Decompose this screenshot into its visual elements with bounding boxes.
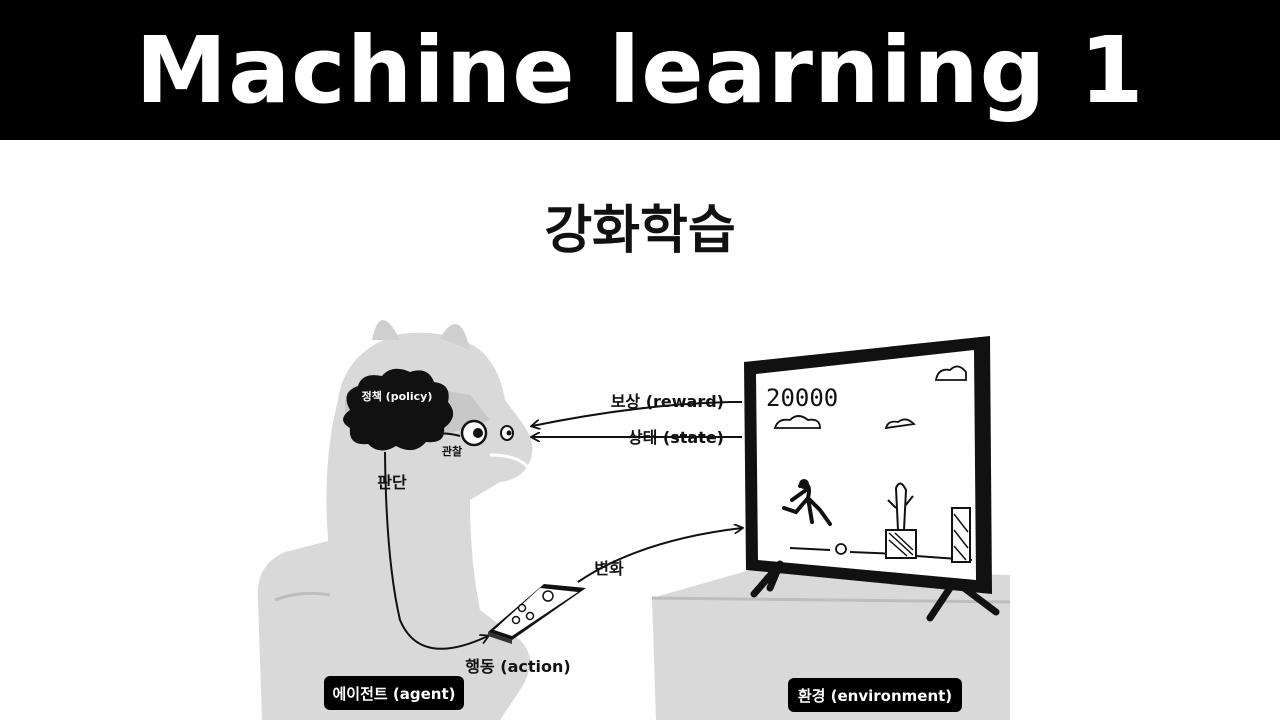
environment-pill: 환경 (environment)	[788, 678, 962, 712]
reinforce-arrow	[410, 432, 461, 446]
reinforce-label: 강화	[392, 433, 412, 447]
change-label: 변화	[594, 559, 624, 578]
reward-arrow	[532, 401, 742, 426]
observe-label: 관찰	[442, 444, 462, 458]
agent-label: 에이전트 (agent)	[332, 685, 455, 703]
eye-icon	[460, 419, 514, 447]
decision-label: 판단	[377, 473, 407, 492]
page-title: Machine learning 1	[135, 16, 1145, 124]
change-arrow	[577, 528, 742, 583]
game-score: 20000	[766, 384, 838, 412]
remote-controller	[488, 584, 586, 644]
policy-cloud	[343, 368, 454, 451]
agent-pill: 에이전트 (agent)	[324, 676, 464, 710]
policy-label: 정책 (policy)	[362, 389, 433, 403]
tv-screen	[744, 336, 1000, 622]
state-label: 상태 (state)	[628, 428, 724, 447]
decision-arrow	[384, 451, 488, 650]
title-bar: Machine learning 1	[0, 0, 1280, 140]
environment-label: 환경 (environment)	[798, 687, 952, 705]
reward-label: 보상 (reward)	[611, 392, 724, 411]
slide-subtitle: 강화학습	[544, 201, 736, 261]
action-label: 행동 (action)	[465, 657, 570, 676]
